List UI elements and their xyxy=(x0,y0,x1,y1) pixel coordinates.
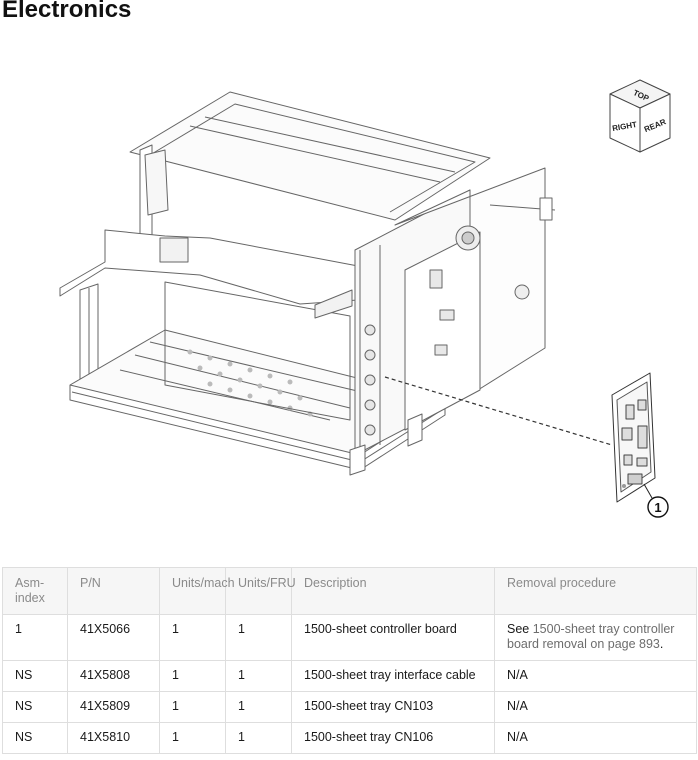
cell-description: 1500-sheet tray CN106 xyxy=(291,722,495,754)
column-header-units-mach: Units/mach xyxy=(159,567,235,615)
table-row: 1 41X5066 1 1 1500-sheet controller boar… xyxy=(2,614,697,661)
cell-removal: N/A xyxy=(494,691,697,723)
column-header-description: Description xyxy=(291,567,495,615)
callout-1-label: 1 xyxy=(654,500,661,515)
cell-units-mach: 1 xyxy=(159,614,226,661)
cell-description: 1500-sheet controller board xyxy=(291,614,495,661)
cell-asm-index: NS xyxy=(2,722,68,754)
table-row: NS 41X5809 1 1 1500-sheet tray CN103 N/A xyxy=(2,691,697,723)
cell-units-fru: 1 xyxy=(225,691,292,723)
cell-units-mach: 1 xyxy=(159,691,226,723)
parts-table: Asm-index P/N Units/mach Units/FRU Descr… xyxy=(2,567,697,754)
cube-right-label: RIGHT xyxy=(612,120,638,133)
cell-asm-index: NS xyxy=(2,660,68,692)
column-header-pn: P/N xyxy=(67,567,160,615)
cell-pn: 41X5066 xyxy=(67,614,160,661)
table-row: NS 41X5808 1 1 1500-sheet tray interface… xyxy=(2,660,697,692)
cell-units-fru: 1 xyxy=(225,660,292,692)
cell-units-fru: 1 xyxy=(225,614,292,661)
cell-pn: 41X5810 xyxy=(67,722,160,754)
table-header-row: Asm-index P/N Units/mach Units/FRU Descr… xyxy=(2,567,697,615)
removal-suffix: . xyxy=(659,637,664,651)
cell-description: 1500-sheet tray CN103 xyxy=(291,691,495,723)
cell-units-fru: 1 xyxy=(225,722,292,754)
cell-units-mach: 1 xyxy=(159,722,226,754)
cell-units-mach: 1 xyxy=(159,660,226,692)
table-row: NS 41X5810 1 1 1500-sheet tray CN106 N/A xyxy=(2,722,697,754)
column-header-units-fru: Units/FRU xyxy=(225,567,296,615)
column-header-removal: Removal procedure xyxy=(494,567,697,615)
leader-line xyxy=(384,376,613,446)
removal-procedure-link[interactable]: 1500-sheet tray controller board removal… xyxy=(507,622,675,651)
cell-removal: See 1500-sheet tray controller board rem… xyxy=(494,614,697,661)
cell-removal: N/A xyxy=(494,660,697,692)
callout-1-circle xyxy=(647,496,669,518)
controller-board-drawing xyxy=(611,372,656,503)
cell-asm-index: NS xyxy=(2,691,68,723)
tray-frame-drawing xyxy=(59,91,556,476)
removal-prefix: See xyxy=(507,622,533,636)
exploded-view-illustration: TOP RIGHT REAR xyxy=(59,79,671,518)
cell-pn: 41X5809 xyxy=(67,691,160,723)
cell-pn: 41X5808 xyxy=(67,660,160,692)
cell-removal: N/A xyxy=(494,722,697,754)
cell-description: 1500-sheet tray interface cable xyxy=(291,660,495,692)
orientation-cube-icon: TOP RIGHT REAR xyxy=(609,79,671,153)
cell-asm-index: 1 xyxy=(2,614,68,661)
page-title: Electronics xyxy=(2,0,132,23)
column-header-asm-index: Asm-index xyxy=(2,567,68,615)
